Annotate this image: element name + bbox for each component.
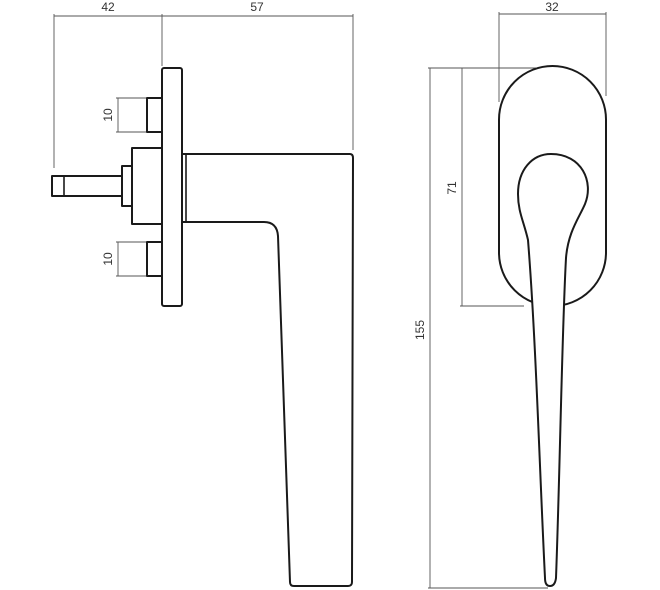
dim-front-width: 32 xyxy=(498,0,607,102)
dim-10-upper-label: 10 xyxy=(101,108,115,122)
dim-32-label: 32 xyxy=(545,0,559,14)
dim-rose-height: 71 xyxy=(445,67,524,307)
dim-57-label: 57 xyxy=(250,0,264,14)
side-view: 42 57 10 10 xyxy=(51,0,354,587)
dim-155-label: 155 xyxy=(413,320,427,340)
upper-stud xyxy=(146,97,164,133)
dim-42-label: 42 xyxy=(101,0,115,14)
dim-top-widths: 42 57 xyxy=(53,0,354,168)
lower-stud xyxy=(146,241,164,277)
rose-plate xyxy=(161,67,183,307)
dim-71-label: 71 xyxy=(445,181,459,195)
lever-side-profile xyxy=(181,153,354,587)
lever-front-profile xyxy=(517,153,589,587)
dim-upper-stud: 10 xyxy=(101,97,150,133)
spindle xyxy=(51,175,125,197)
front-view: 32 155 71 xyxy=(413,0,607,589)
square-boss xyxy=(131,147,165,225)
dim-lower-stud: 10 xyxy=(101,241,150,277)
dim-10-lower-label: 10 xyxy=(101,252,115,266)
